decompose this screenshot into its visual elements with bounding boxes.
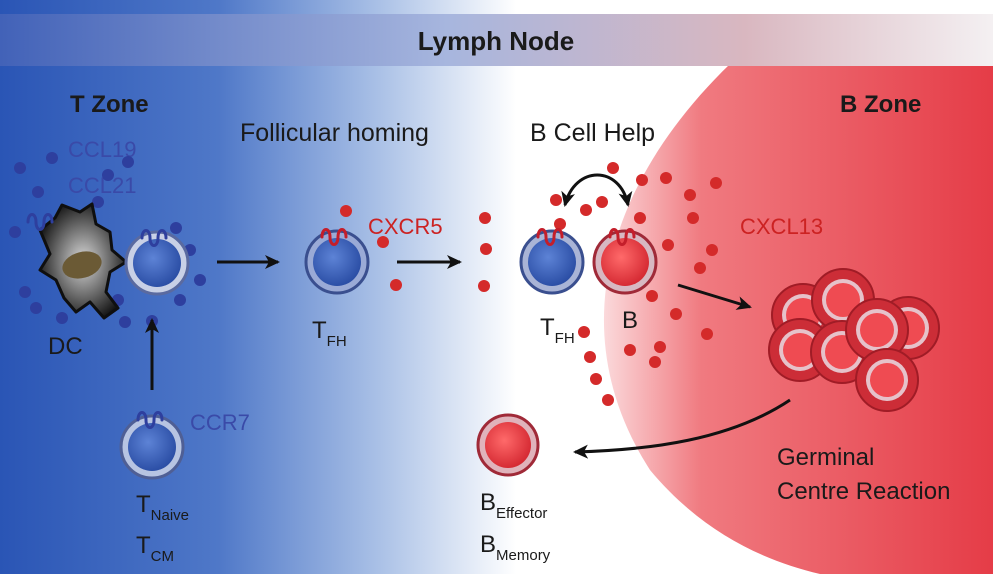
cxcr5-receptor-icon-bcell	[608, 228, 636, 246]
tfh-cell-helper	[519, 229, 585, 295]
gc-cell	[855, 348, 919, 412]
chemokine-dot-red	[584, 351, 596, 363]
chemokine-dot-red	[377, 236, 389, 248]
dc-receptor-icon	[26, 213, 54, 231]
chemokine-dot-red	[701, 328, 713, 340]
chemokine-dot-blue	[194, 274, 206, 286]
dc-label: DC	[48, 333, 83, 360]
chemokine-dot-blue	[14, 162, 26, 174]
germinal-label-line2: Centre Reaction	[777, 478, 950, 505]
chemokine-dot-red	[684, 189, 696, 201]
chemokine-dot-red	[706, 244, 718, 256]
b-effector-label: BEffector	[480, 489, 547, 522]
chemokine-dot-red	[602, 394, 614, 406]
chemokine-dot-red	[646, 290, 658, 302]
chemokine-dot-red	[607, 162, 619, 174]
tfh-cell-homing	[304, 229, 370, 295]
arrow-to-germinal-centre	[677, 283, 752, 310]
b-memory-label: BMemory	[480, 531, 551, 564]
t-cell-at-dc	[124, 230, 190, 296]
chemokine-dot-blue	[174, 294, 186, 306]
ccl21-label: CCL21	[68, 173, 136, 198]
chemokine-dot-red	[649, 356, 661, 368]
header-band	[0, 14, 993, 66]
t-naive-label: TNaive	[136, 491, 189, 524]
chemokine-dot-blue	[32, 186, 44, 198]
ccr7-label: CCR7	[190, 410, 250, 435]
t-cm-label: TCM	[136, 532, 174, 565]
chemokine-dot-red	[636, 174, 648, 186]
diagram-title: Lymph Node	[418, 26, 574, 56]
chemokine-dot-red	[710, 177, 722, 189]
gc-cell	[845, 298, 909, 362]
chemokine-dot-red	[670, 308, 682, 320]
cxcr5-label: CXCR5	[368, 214, 443, 239]
chemokine-dot-blue	[102, 169, 114, 181]
chemokine-dot-red	[662, 239, 674, 251]
chemokine-dot-red	[634, 212, 646, 224]
flow-arrows	[145, 173, 791, 459]
cxcl13-chemokine-dots	[340, 162, 722, 406]
chemokine-dot-red	[340, 205, 352, 217]
b-cell-help-label: B Cell Help	[530, 119, 655, 147]
chemokine-dot-blue	[9, 226, 21, 238]
chemokine-dot-blue	[119, 316, 131, 328]
chemokine-dot-red	[687, 212, 699, 224]
cxcl13-label: CXCL13	[740, 214, 823, 239]
naive-t-cell	[119, 414, 185, 480]
chemokine-dot-red	[694, 262, 706, 274]
chemokine-dot-red	[590, 373, 602, 385]
b-zone-label: B Zone	[840, 91, 921, 118]
chemokine-dot-red	[554, 218, 566, 230]
effector-b-cell	[476, 413, 540, 477]
chemokine-dot-red	[478, 280, 490, 292]
chemokine-dot-red	[660, 172, 672, 184]
chemokine-dot-red	[596, 196, 608, 208]
dendritic-cell	[38, 202, 128, 320]
arrow-b-cell-help	[561, 173, 633, 207]
receptor-glyphs	[26, 213, 636, 429]
cxcr5-receptor-icon-homing	[320, 228, 348, 246]
chemokine-dot-red	[624, 344, 636, 356]
tfh-label-homing: TFH	[312, 317, 347, 350]
chemokine-dot-blue	[19, 286, 31, 298]
chemokine-dot-blue	[46, 152, 58, 164]
chemokine-dot-blue	[170, 222, 182, 234]
chemokine-dot-blue	[122, 156, 134, 168]
ccr7-receptor-icon-tcell	[140, 229, 168, 247]
b-cell-label: B	[622, 307, 638, 334]
chemokine-dot-blue	[92, 196, 104, 208]
ccl19-ccl21-chemokine-dots	[9, 152, 206, 328]
germinal-label-line1: Germinal	[777, 444, 874, 471]
chemokine-dot-red	[390, 279, 402, 291]
chemokine-dot-red	[580, 204, 592, 216]
chemokine-dot-blue	[30, 302, 42, 314]
germinal-centre-cluster	[768, 268, 940, 412]
chemokine-dot-red	[480, 243, 492, 255]
b-cell	[592, 229, 658, 295]
chemokine-dot-red	[654, 341, 666, 353]
arrow-to-effector	[573, 398, 791, 459]
follicular-homing-label: Follicular homing	[240, 119, 429, 147]
chemokine-dot-red	[479, 212, 491, 224]
tfh-label-helper: TFH	[540, 314, 575, 347]
cxcr5-receptor-icon-helper	[536, 228, 564, 246]
chemokine-dot-red	[578, 326, 590, 338]
chemokine-dot-blue	[56, 312, 68, 324]
chemokine-dot-red	[550, 194, 562, 206]
t-zone-label: T Zone	[70, 91, 149, 118]
ccr7-receptor-icon-naive	[136, 411, 164, 429]
